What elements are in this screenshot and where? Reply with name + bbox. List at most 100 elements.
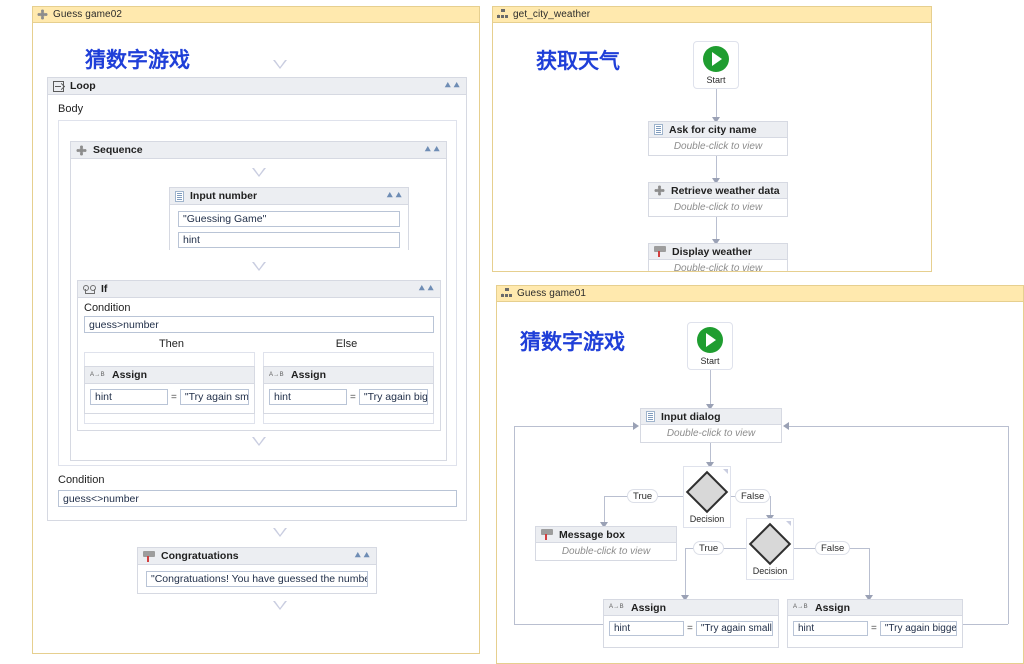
sequence-icon [37,9,48,20]
loop-body-label: Body [58,103,84,115]
node-corner-icon [786,521,791,526]
else-assign-left[interactable]: hint [269,389,347,405]
panel-guess-game01-titlebar[interactable]: Guess game01 [497,286,1023,302]
guess01-node-message-box[interactable]: Message box Double-click to view [535,526,677,561]
weather-start-node[interactable]: Start [693,41,739,89]
guess01-assign-right[interactable]: A→B Assign hint = "Try again bigger!" [787,599,963,648]
panel-guess-game02-titlebar[interactable]: Guess game02 [33,7,479,23]
then-assign-left[interactable]: hint [90,389,168,405]
guess01-decision-1[interactable]: Decision [683,466,731,528]
weather-node-ask-for-city-name[interactable]: Ask for city name Double-click to view [648,121,788,156]
connector-d2-false-vert [869,548,870,597]
if-activity[interactable]: If ⯅⯅ Condition guess>number Then Else [77,280,441,431]
guess01-assign-right-variable[interactable]: hint [793,621,868,636]
loop-condition-label: Condition [58,474,105,486]
assign-icon: A→B [90,371,105,378]
panel-get-city-weather[interactable]: get_city_weather 获取天气 Start Ask for city… [492,6,932,272]
weather-node-retrieve-header: Retrieve weather data [649,183,787,199]
then-assign-header[interactable]: A→B Assign [85,367,254,384]
node-corner-icon [723,469,728,474]
collapse-chevron-icon[interactable]: ⯅⯅ [423,143,441,156]
collapse-chevron-icon[interactable]: ⯅⯅ [353,549,371,562]
guess01-assign-left-variable[interactable]: hint [609,621,684,636]
if-condition-field[interactable]: guess>number [84,316,434,333]
weather-heading: 获取天气 [536,49,620,73]
loop-header[interactable]: Loop ⯅⯅ [48,78,466,95]
connector-loopback-right-bottom [949,624,1008,625]
if-body: Condition guess>number Then Else [78,298,440,428]
panel-guess-game02[interactable]: Guess game02 猜数字游戏 Loop ⯅⯅ Body Sequence… [32,6,480,654]
if-header[interactable]: If ⯅⯅ [78,281,440,298]
then-assign-right[interactable]: "Try again smaller! [179,389,249,405]
input-number-activity[interactable]: Input number ⯅⯅ "Guessing Game" hint [169,187,409,254]
message-box-icon [541,529,553,540]
document-icon [175,190,184,202]
edge-label-d1-true: True [627,489,659,503]
congratulations-message-field[interactable]: "Congratuations! You have guessed the nu… [146,571,368,587]
collapse-chevron-icon[interactable]: ⯅⯅ [417,282,435,295]
congratulations-header[interactable]: Congratuations ⯅⯅ [138,548,376,565]
input-number-header[interactable]: Input number ⯅⯅ [170,188,408,205]
panel-guess-game01[interactable]: Guess game01 猜数字游戏 Start Input dialog Do… [496,285,1024,664]
guess01-assign-left-value[interactable]: "Try again smaller! [695,621,773,636]
weather-node-display-header: Display weather [649,244,787,260]
decision-diamond-icon [685,470,729,514]
guess01-node-input-dialog[interactable]: Input dialog Double-click to view [640,408,782,443]
congratulations-activity[interactable]: Congratuations ⯅⯅ "Congratuations! You h… [137,547,377,594]
arrow-icon [706,404,714,410]
sequence-label: Sequence [93,144,143,156]
weather-node-display-label: Display weather [672,245,752,258]
loop-body-region: Sequence ⯅⯅ Input number ⯅⯅ "Guessing Ga… [58,120,457,466]
panel-guess-game01-title: Guess game01 [517,288,587,299]
flow-arrow-top [273,60,287,69]
flow-arrow-after-loop [273,528,287,537]
congratulations-label: Congratuations [161,550,239,562]
connector-loopback-left-vert [514,426,515,624]
connector-input-to-decision1 [710,443,711,465]
document-icon [646,411,655,422]
guess01-start-node[interactable]: Start [687,322,733,370]
guess01-assign-right-value[interactable]: "Try again bigger!" [879,621,957,636]
assign-icon: A→B [269,371,284,378]
guess01-input-dialog-header: Input dialog [641,409,781,425]
guess01-assign-right-header: A→B Assign [788,600,962,616]
else-branch-region: A→B Assign hint = "Try again bigger!" [263,352,434,424]
weather-node-display-weather[interactable]: Display weather Double-click to view [648,243,788,271]
loop-activity[interactable]: Loop ⯅⯅ Body Sequence ⯅⯅ [47,77,467,521]
input-number-title-field[interactable]: "Guessing Game" [178,211,400,227]
input-number-label: Input number [190,190,258,202]
then-assign-activity[interactable]: A→B Assign hint = "Try again smaller! [84,366,255,414]
weather-node-retrieve-weather-data[interactable]: Retrieve weather data Double-click to vi… [648,182,788,217]
guess01-assign-left-label: Assign [631,601,667,614]
flow-arrow-bottom [273,601,287,610]
weather-node-retrieve-sub: Double-click to view [673,202,763,213]
message-box-icon [143,550,155,562]
arrow-icon [865,595,873,601]
flowchart-icon [497,9,508,20]
guess01-assign-right-operator: = [871,623,877,634]
guess01-decision-2[interactable]: Decision [746,518,794,580]
loop-condition-field[interactable]: guess<>number [58,490,457,507]
else-assign-header[interactable]: A→B Assign [264,367,433,384]
sequence-header[interactable]: Sequence ⯅⯅ [71,142,446,159]
play-icon [697,326,723,353]
else-label: Else [335,338,358,350]
sequence-icon [76,145,87,156]
guess01-assign-left[interactable]: A→B Assign hint = "Try again smaller! [603,599,779,648]
collapse-chevron-icon[interactable]: ⯅⯅ [443,79,461,92]
panel-get-city-weather-title: get_city_weather [513,9,591,20]
connector-start-to-input [710,370,711,406]
guess01-assign-left-header: A→B Assign [604,600,778,616]
panel-get-city-weather-titlebar[interactable]: get_city_weather [493,7,931,23]
connector-loopback-right [789,426,1008,427]
then-assign-label: Assign [112,369,148,381]
sequence-icon [654,185,665,196]
sequence-activity[interactable]: Sequence ⯅⯅ Input number ⯅⯅ "Guessing Ga… [70,141,447,461]
else-assign-activity[interactable]: A→B Assign hint = "Try again bigger!" [263,366,434,414]
collapse-chevron-icon[interactable]: ⯅⯅ [385,189,403,202]
input-number-hint-field[interactable]: hint [178,232,400,248]
connector-loopback-left-bottom [514,624,603,625]
else-assign-right[interactable]: "Try again bigger!" [358,389,428,405]
arrow-icon [712,117,720,123]
if-label: If [101,283,108,295]
